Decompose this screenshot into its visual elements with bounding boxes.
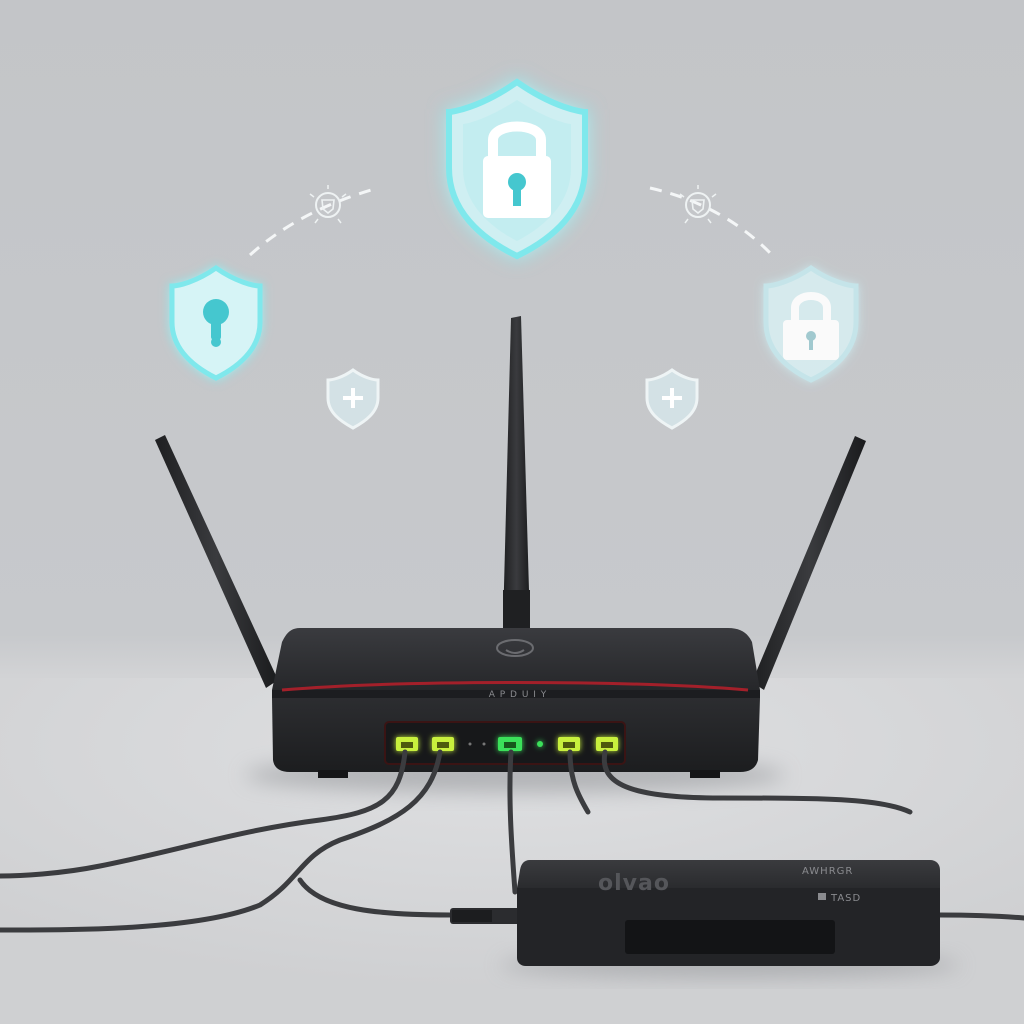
- router: A P D U I Y: [272, 628, 760, 778]
- dashed-arc-left: [248, 186, 379, 257]
- status-led: [537, 741, 543, 747]
- device-bottom-right-label: TASD: [830, 893, 861, 904]
- ethernet-port[interactable]: [596, 737, 618, 751]
- shield-lock-icon: [446, 78, 588, 260]
- shield-keyhole-icon: [169, 264, 263, 381]
- bug-shield-icon: [679, 185, 717, 224]
- network-cables: [0, 749, 1024, 933]
- ethernet-port[interactable]: [432, 737, 454, 751]
- bug-shield-icon: [309, 185, 347, 224]
- shield-plus-icon: [326, 368, 380, 430]
- modem-device: olvao AWHRGR TASD: [517, 860, 940, 966]
- antenna-center: [503, 316, 530, 628]
- shield-plus-icon: [645, 368, 699, 430]
- shield-lock-icon: [763, 264, 859, 383]
- ethernet-port[interactable]: [558, 737, 580, 751]
- dashed-arc-right: [649, 186, 777, 260]
- status-led: [468, 742, 486, 746]
- ethernet-port[interactable]: [396, 737, 418, 751]
- router-front-label: A P D U I Y: [489, 690, 548, 700]
- device-small-icon: [818, 893, 826, 900]
- antenna-right: [752, 436, 866, 690]
- antenna-left: [155, 435, 278, 688]
- ethernet-port[interactable]: [498, 737, 522, 751]
- device-top-right-label: AWHRGR: [802, 866, 853, 877]
- device-brand-label: olvao: [598, 871, 670, 896]
